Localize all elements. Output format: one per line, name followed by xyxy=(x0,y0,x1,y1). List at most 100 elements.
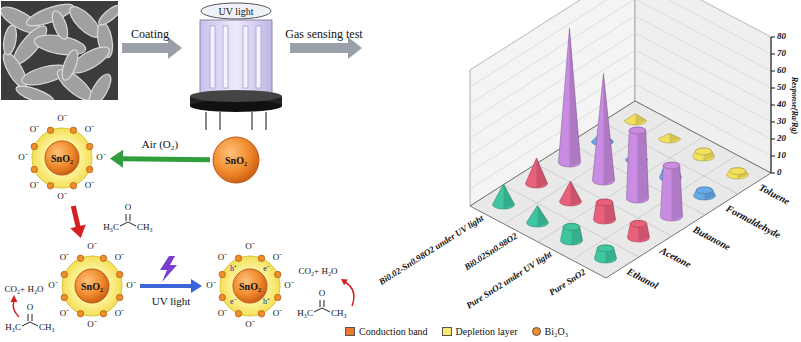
axis-tick xyxy=(771,139,775,140)
arrow-head xyxy=(70,225,86,239)
atom-label: CH₃ xyxy=(331,309,347,319)
device-pin xyxy=(219,112,221,130)
conduction-core xyxy=(45,141,79,175)
frustum-top xyxy=(563,224,580,231)
cone-shade xyxy=(571,181,582,206)
arrow-head xyxy=(191,279,202,293)
sno2-sphere xyxy=(213,137,259,183)
bi2o3-dot xyxy=(61,271,67,277)
node-label: SnO₂ xyxy=(51,153,73,164)
grid-line xyxy=(470,16,771,121)
single-bond xyxy=(314,308,322,312)
bi2o3-dot xyxy=(31,143,37,149)
arrow-connector xyxy=(140,279,202,293)
bi2o3-dot xyxy=(47,127,53,133)
legend-swatch xyxy=(532,327,541,336)
uv-tube xyxy=(256,26,261,88)
lamp-outline xyxy=(201,3,271,19)
axis-tick xyxy=(771,88,775,89)
uv-lamp-cap: UV light xyxy=(200,2,272,20)
bi2o3-dot xyxy=(219,271,225,277)
axis-tick xyxy=(771,54,775,55)
oxygen-ion: O⁻ xyxy=(85,181,95,191)
axis-tick xyxy=(771,105,775,106)
double-bond xyxy=(28,314,29,321)
petal xyxy=(59,48,81,82)
conduction-core xyxy=(233,269,267,303)
glass-chamber xyxy=(200,20,272,94)
product-label: CO₂+ H₂O xyxy=(298,267,337,277)
cone-bar xyxy=(526,158,548,188)
frustum-bar xyxy=(694,187,716,200)
oxygen-ion: O⁻ xyxy=(115,309,125,319)
node-label: UV light xyxy=(218,6,253,17)
frustum-bar xyxy=(627,127,649,203)
double-bond xyxy=(130,214,131,221)
tick-label: 10 xyxy=(777,151,786,161)
oxygen-ion: O⁻ xyxy=(206,281,216,291)
chart-floor xyxy=(470,101,771,278)
legend: Conduction bandDepletion layerBi₂O₃ xyxy=(345,326,582,337)
atom-label: O xyxy=(125,203,132,213)
lightning-icon xyxy=(160,256,177,282)
oxygen-ion: O⁻ xyxy=(57,114,67,124)
bi2o3-dot xyxy=(77,311,83,317)
cone-bar xyxy=(560,181,582,206)
depletion-layer xyxy=(220,256,280,316)
node-text: UV light xyxy=(200,2,272,20)
material-label: Pure SnO2 xyxy=(548,268,588,299)
atom-label: CH₃ xyxy=(137,223,153,233)
arrow-head xyxy=(11,295,18,302)
arrow-shaft xyxy=(73,206,78,228)
uv-tube xyxy=(210,26,215,88)
tick-label: 50 xyxy=(777,83,786,93)
bi2o3-dot xyxy=(87,166,93,172)
bi2o3-dot xyxy=(31,166,37,172)
legend-text: Bi₂O₃ xyxy=(545,326,569,337)
axis-title: Response(Ra/Rg) xyxy=(790,76,799,133)
tick-label: 40 xyxy=(777,100,786,110)
bi2o3-dot xyxy=(235,311,241,317)
frustum-bar xyxy=(628,221,650,242)
sensor-device xyxy=(190,20,282,130)
oxygen-ion: O⁻ xyxy=(30,125,40,135)
oxygen-ion: O⁻ xyxy=(18,153,28,163)
charge-carrier: e⁻ xyxy=(230,298,237,307)
bi2o3-dot xyxy=(70,127,76,133)
petal xyxy=(49,9,71,41)
bi2o3-dot xyxy=(117,271,123,277)
device-pin xyxy=(251,112,253,130)
axis-tick xyxy=(771,173,775,174)
cone-shade xyxy=(636,114,647,125)
cone-bar xyxy=(659,133,681,143)
bi2o3-dot xyxy=(61,294,67,300)
edge-label: UV light xyxy=(150,295,193,307)
oxygen-ion: O⁻ xyxy=(273,253,283,263)
material-label: Bi0.02-Sn0.98O2 under UV light xyxy=(377,214,485,288)
single-bond xyxy=(322,308,330,312)
cone-shade xyxy=(670,133,681,143)
axis-tick xyxy=(771,122,775,123)
oxygen-ion: O⁻ xyxy=(126,281,136,291)
bi2o3-dot xyxy=(100,255,106,261)
arrow-shaft xyxy=(140,284,192,288)
sem-petals xyxy=(1,1,118,100)
device-pin xyxy=(265,112,267,130)
bi2o3-dot xyxy=(70,183,76,189)
oxygen-ion: O⁻ xyxy=(48,281,58,291)
node-label: SnO₂ xyxy=(239,281,261,292)
tick-label: 20 xyxy=(777,134,786,144)
atom-label: H₃C xyxy=(297,309,313,319)
legend-item: Conduction band xyxy=(345,326,428,337)
double-bond xyxy=(320,300,321,307)
cone-shade xyxy=(570,28,581,167)
device-base xyxy=(190,90,282,102)
oxygen-ion: O⁻ xyxy=(96,153,106,163)
oxygen-ion: O⁻ xyxy=(57,192,67,202)
step-label: Coating xyxy=(131,28,169,41)
bi2o3-dot xyxy=(275,271,281,277)
node-label: SnO₂ xyxy=(225,155,247,166)
